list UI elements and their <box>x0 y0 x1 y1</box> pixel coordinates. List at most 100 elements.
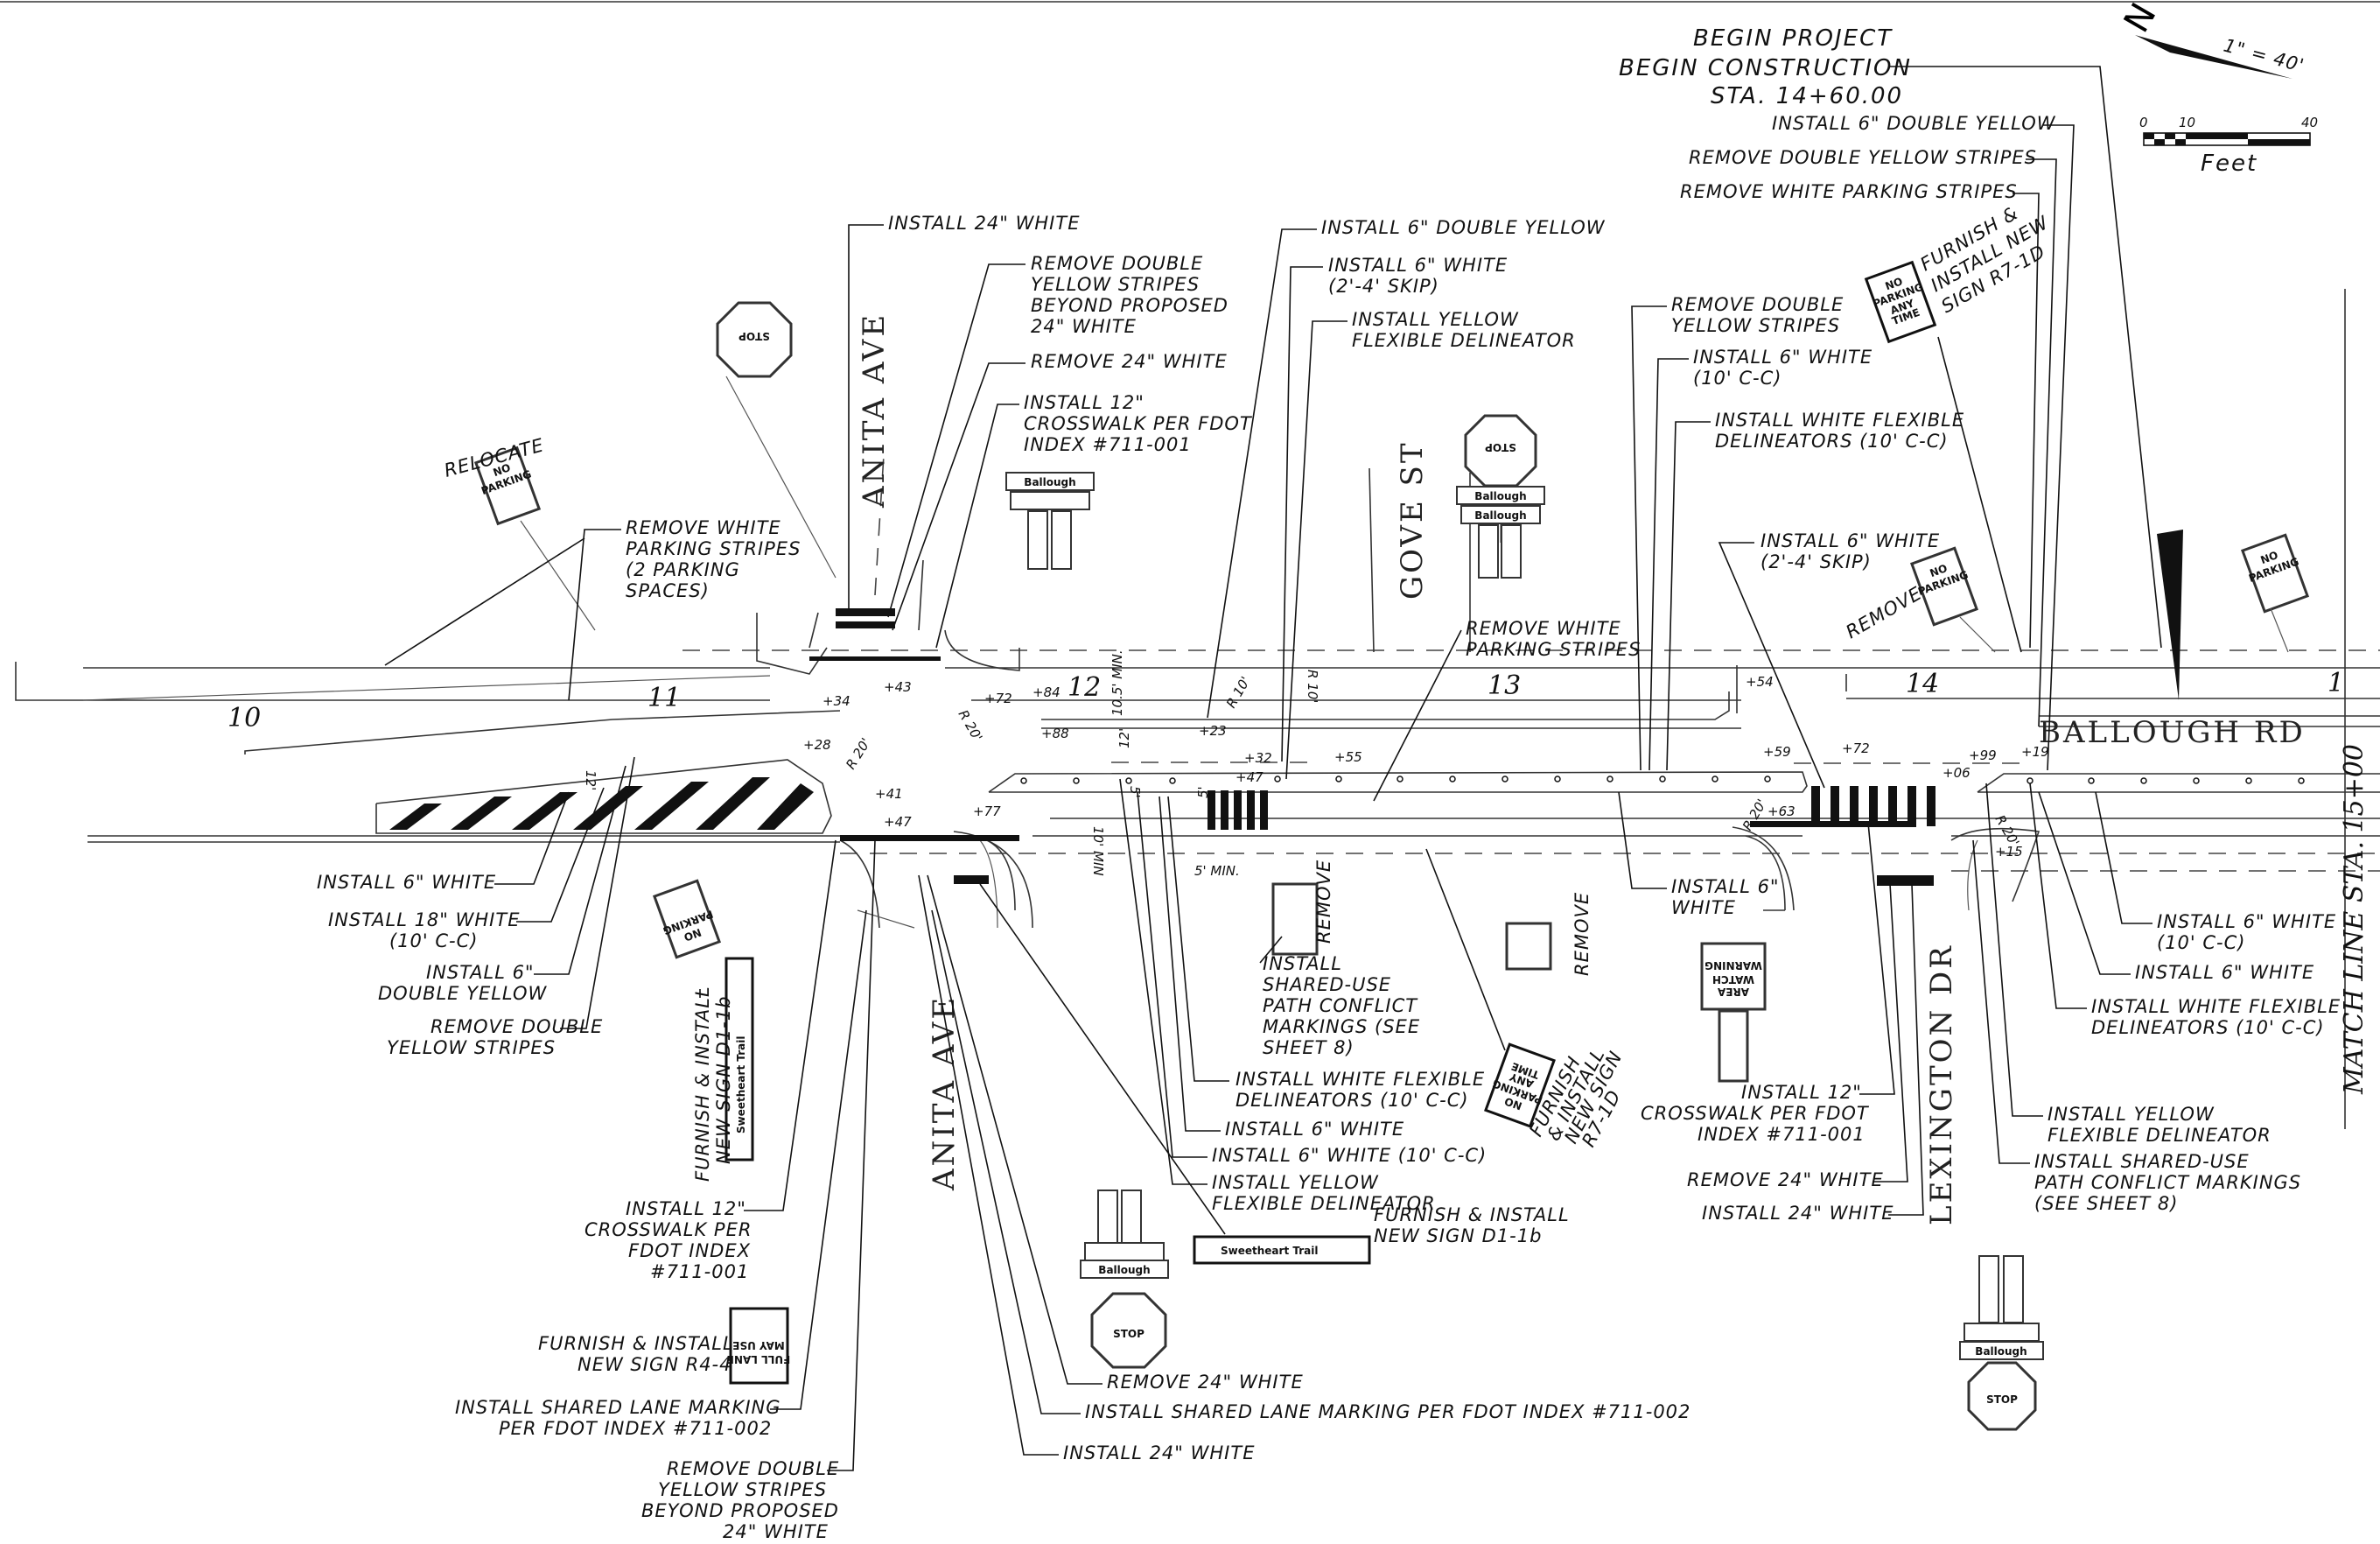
note-line: INSTALL 24" WHITE <box>1702 1203 1894 1224</box>
no-parking-sign-new-r71d: NO PARKING ANY TIME <box>1864 260 1937 344</box>
note-line: INSTALL 6" WHITE <box>1328 255 1508 276</box>
note-line: #711-001 <box>650 1261 749 1282</box>
stop-sign-anita-north: STOP <box>716 301 793 378</box>
radius-label: R 20' <box>843 735 874 772</box>
leader-line <box>1985 783 2043 1117</box>
begin-project-arrow <box>2157 530 2183 700</box>
note-line: YELLOW STRIPES <box>1031 274 1200 295</box>
sign-text: NO <box>492 461 513 479</box>
leader-line <box>1872 883 1908 1183</box>
begin-project-note: BEGIN PROJECT BEGIN CONSTRUCTION STA. 14… <box>1619 25 2183 700</box>
right-median-top <box>1977 773 2380 793</box>
street-anita-south: ANITA AVE <box>927 995 962 1191</box>
note-line: REMOVE 24" WHITE <box>1031 351 1228 372</box>
may-use-full-lane-sign: FULL LANE MAY USE <box>727 1307 790 1385</box>
note-line: INDEX #711-001 <box>1024 434 1192 455</box>
note-line: REMOVE DOUBLE <box>1671 294 1844 315</box>
dimension-labels: R 20' R 20' R 10' R 10' R 20' R 20' 12' … <box>583 649 2022 879</box>
note-line: FDOT INDEX <box>628 1240 751 1261</box>
station-11: 11 <box>648 683 681 713</box>
leader-line <box>770 909 867 1410</box>
leader-line <box>534 765 626 975</box>
note-line: DOUBLE YELLOW <box>378 983 547 1004</box>
pavement-markings <box>375 608 2380 886</box>
sign-text: NO <box>1928 562 1950 579</box>
note-line: REMOVE <box>1572 892 1592 976</box>
stop-sign-anita-south: STOP <box>1090 1292 1167 1369</box>
offset-label: +23 <box>1199 723 1227 739</box>
stop-sign-gove: STOP <box>1464 414 1537 488</box>
street-sign-text: Ballough <box>1474 509 1526 522</box>
note-line: PATH CONFLICT MARKINGS <box>2034 1172 2301 1193</box>
leader-line <box>2026 158 2057 727</box>
crosswalk-bar <box>1888 786 1897 826</box>
note-line: REMOVE 24" WHITE <box>1687 1169 1884 1190</box>
crosswalk-bar <box>1221 790 1228 830</box>
station-14: 14 <box>1906 669 1939 699</box>
offset-label: +55 <box>1334 749 1362 765</box>
no-parking-sign-new-r71d-south: NO PARKING ANY TIME <box>1484 1042 1556 1128</box>
note-line: NEW SIGN D1-1b <box>713 996 734 1164</box>
north-sidewalk-left <box>15 662 770 701</box>
radius-label: R 10' <box>1223 674 1254 711</box>
leader-line <box>1972 839 2030 1164</box>
note-line: INSTALL YELLOW <box>1212 1172 1379 1193</box>
scale-forty: 40 <box>2301 115 2318 130</box>
no-parking-sign-south: NO PARKING <box>652 879 722 959</box>
offset-label: +19 <box>2021 744 2049 760</box>
note-line: YELLOW STRIPES <box>1671 315 1840 336</box>
trail-sign-vertical: Sweetheart Trail <box>724 957 754 1162</box>
warning-sign-lexington: AREA WATCH WARNING <box>1700 942 1767 1083</box>
width-label: 10.5' MIN. <box>1110 649 1125 716</box>
notes-anita-north: INSTALL 24" WHITE REMOVE DOUBLE YELLOW S… <box>848 213 1252 649</box>
width-label: 5' <box>1127 786 1143 798</box>
offset-label: +59 <box>1763 744 1791 760</box>
station-12: 12 <box>1068 672 1101 703</box>
stop-sign-text: STOP <box>738 330 770 342</box>
note-line: INSTALL 24" WHITE <box>888 213 1080 234</box>
sign-leader <box>520 520 596 631</box>
note-line: FLEXIBLE DELINEATOR <box>1212 1193 1436 1214</box>
leader-line <box>927 874 1102 1385</box>
leader-line <box>744 839 836 1211</box>
note-line: INSTALL 6" <box>426 962 535 983</box>
note-line: PARKING STRIPES <box>1466 639 1641 660</box>
sign-text: AREA <box>1717 986 1749 998</box>
crosswalk-bar <box>1850 786 1858 826</box>
note-line: INSTALL 24" WHITE <box>1063 1442 1255 1463</box>
sign-text: MAY USE <box>732 1339 785 1351</box>
anita-south-curb-right-3 <box>979 839 998 929</box>
stop-bar-anita-south-2 <box>954 875 989 884</box>
leader-line <box>931 909 1081 1414</box>
stop-bar-anita-north-3 <box>809 656 941 661</box>
leader-line <box>2095 791 2152 924</box>
offset-label: +32 <box>1244 750 1272 766</box>
note-line: REMOVE DOUBLE <box>430 1016 603 1037</box>
leader-line <box>494 791 570 885</box>
crosswalk-bar <box>1908 786 1916 826</box>
note-line: INSTALL <box>1263 953 1342 974</box>
notes-right-top: REMOVE DOUBLE YELLOW STRIPES INSTALL 6" … <box>1631 294 1964 789</box>
north-letter: N <box>2117 0 2165 39</box>
radius-label: R 20' <box>956 707 986 744</box>
scale-unit: Feet <box>2201 151 2258 177</box>
leader-line <box>918 874 1059 1456</box>
offset-label: +72 <box>1842 740 1870 756</box>
north-arrow-icon <box>2135 35 2292 79</box>
offset-labels: +34 +43 +72 +84 +88 +28 +41 +47 +77 +23 … <box>803 674 2049 860</box>
north-curb-left <box>244 710 841 754</box>
leader-line <box>560 756 635 1029</box>
offset-label: +72 <box>984 691 1012 706</box>
stop-bar-lexington <box>1750 821 1916 827</box>
offset-label: +88 <box>1041 726 1069 741</box>
flexible-delineators <box>1020 776 2305 784</box>
note-line: REMOVE <box>1843 582 1926 642</box>
leader-line <box>1888 883 1924 1216</box>
note-line: (10' C-C) <box>389 930 478 951</box>
leader-line <box>1158 796 1221 1132</box>
note-line: INSTALL 6" DOUBLE YELLOW <box>1772 113 2056 134</box>
note-line: 24" WHITE <box>723 1521 829 1542</box>
stop-bar-anita-north <box>836 608 895 616</box>
station-13: 13 <box>1488 670 1521 701</box>
